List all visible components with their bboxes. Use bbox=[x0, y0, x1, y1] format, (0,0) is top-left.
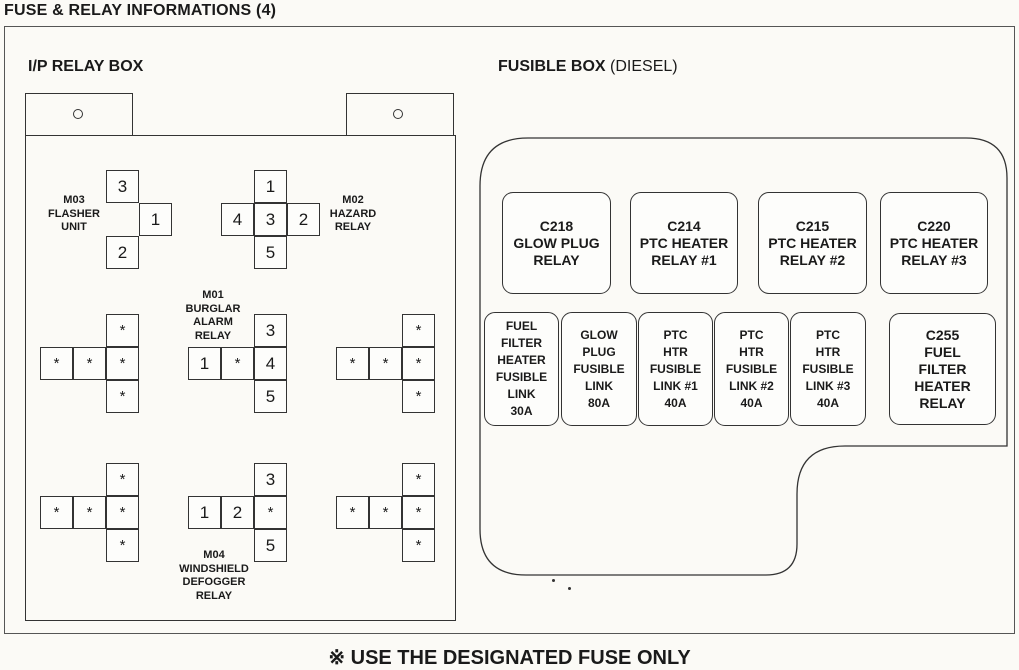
speck bbox=[568, 587, 571, 590]
fusible-box-heading: FUSIBLE BOX (DIESEL) bbox=[498, 58, 678, 76]
relay-pin: * bbox=[402, 380, 435, 413]
relay-pin: 1 bbox=[188, 347, 221, 380]
relay-pin: * bbox=[402, 496, 435, 529]
relay-pin: * bbox=[402, 347, 435, 380]
relay-pin: * bbox=[402, 529, 435, 562]
page-title: FUSE & RELAY INFORMATIONS (4) bbox=[4, 2, 277, 19]
relay-pin: 2 bbox=[287, 203, 320, 236]
relay-label-m01: M01 BURGLAR ALARM RELAY bbox=[185, 289, 241, 342]
relay-pin: * bbox=[106, 380, 139, 413]
fusible-box-variant: (DIESEL) bbox=[610, 58, 678, 75]
relay-pin: 3 bbox=[254, 314, 287, 347]
relay-pin: * bbox=[106, 347, 139, 380]
outer-frame bbox=[4, 26, 1015, 634]
relay-pin: 4 bbox=[254, 347, 287, 380]
fusible-relay-c220: C220 PTC HEATER RELAY #3 bbox=[880, 192, 988, 294]
relay-pin: 2 bbox=[106, 236, 139, 269]
relay-pin: 1 bbox=[188, 496, 221, 529]
relay-pin: 3 bbox=[254, 203, 287, 236]
relay-pin: * bbox=[221, 347, 254, 380]
fusible-relay-c214: C214 PTC HEATER RELAY #1 bbox=[630, 192, 738, 294]
fusible-relay-c255: C255 FUEL FILTER HEATER RELAY bbox=[889, 313, 996, 425]
fusible-link-fuel-filter-heater: FUEL FILTER HEATER FUSIBLE LINK 30A bbox=[484, 312, 559, 426]
relay-pin: * bbox=[106, 314, 139, 347]
fusible-relay-c215: C215 PTC HEATER RELAY #2 bbox=[758, 192, 867, 294]
relay-label-m02: M02 HAZARD RELAY bbox=[329, 194, 377, 233]
mounting-hole-right bbox=[393, 109, 403, 119]
relay-pin: * bbox=[402, 463, 435, 496]
fusible-box-title: FUSIBLE BOX bbox=[498, 58, 606, 75]
relay-pin: 5 bbox=[254, 380, 287, 413]
relay-label-m03: M03 FLASHER UNIT bbox=[48, 194, 100, 233]
relay-pin: * bbox=[369, 496, 402, 529]
mounting-hole-left bbox=[73, 109, 83, 119]
speck bbox=[552, 579, 555, 582]
relay-pin: 3 bbox=[254, 463, 287, 496]
relay-label-m04: M04 WINDSHIELD DEFOGGER RELAY bbox=[179, 549, 249, 602]
relay-pin: * bbox=[40, 496, 73, 529]
relay-pin: 1 bbox=[254, 170, 287, 203]
relay-pin: 5 bbox=[254, 236, 287, 269]
fusible-link-ptc-htr-1: PTC HTR FUSIBLE LINK #1 40A bbox=[638, 312, 713, 426]
relay-pin: * bbox=[106, 529, 139, 562]
relay-pin: * bbox=[73, 347, 106, 380]
relay-pin: * bbox=[336, 496, 369, 529]
relay-pin: * bbox=[106, 463, 139, 496]
footer-note: ※ USE THE DESIGNATED FUSE ONLY bbox=[328, 647, 691, 669]
ip-relay-box-body bbox=[25, 135, 456, 621]
fusible-link-ptc-htr-2: PTC HTR FUSIBLE LINK #2 40A bbox=[714, 312, 789, 426]
fusible-link-ptc-htr-3: PTC HTR FUSIBLE LINK #3 40A bbox=[790, 312, 866, 426]
relay-pin: * bbox=[336, 347, 369, 380]
ip-relay-box-heading: I/P RELAY BOX bbox=[28, 58, 144, 75]
fusible-link-glow-plug: GLOW PLUG FUSIBLE LINK 80A bbox=[561, 312, 637, 426]
relay-pin: 5 bbox=[254, 529, 287, 562]
relay-pin: 3 bbox=[106, 170, 139, 203]
relay-pin: * bbox=[73, 496, 106, 529]
relay-pin: * bbox=[106, 496, 139, 529]
relay-pin: 4 bbox=[221, 203, 254, 236]
relay-pin: * bbox=[254, 496, 287, 529]
relay-pin: 2 bbox=[221, 496, 254, 529]
relay-pin: * bbox=[369, 347, 402, 380]
relay-pin: * bbox=[402, 314, 435, 347]
relay-pin: 1 bbox=[139, 203, 172, 236]
relay-pin: * bbox=[40, 347, 73, 380]
fusible-relay-c218: C218 GLOW PLUG RELAY bbox=[502, 192, 611, 294]
